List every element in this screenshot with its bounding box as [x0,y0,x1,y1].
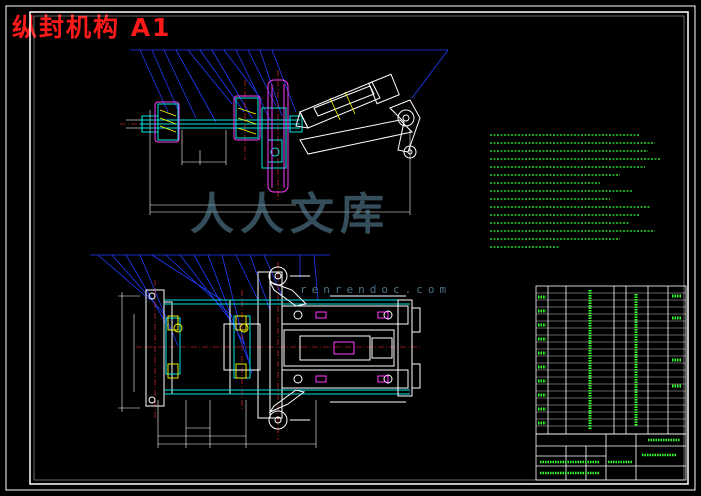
technical-notes-block [490,134,660,248]
parts-list-text [538,290,682,430]
front-view [90,254,421,448]
watermark-url: renrendoc.com [300,283,452,296]
watermark-logo: 人人文库 [190,189,390,240]
drawing-title: 纵封机构 A1 [12,13,172,42]
top-view [120,49,449,215]
parts-list-rows [536,292,686,427]
inner-border [29,11,689,485]
outer-border [5,5,696,491]
